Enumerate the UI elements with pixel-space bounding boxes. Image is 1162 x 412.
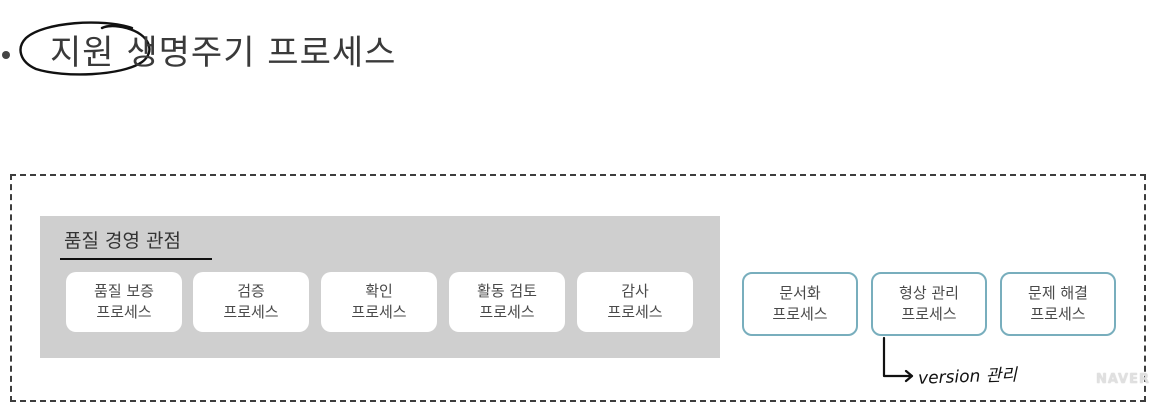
hand-drawn-arrow-icon: [882, 336, 914, 383]
process-label: 문서화 프로세스: [772, 284, 828, 323]
validation-process-box: 확인 프로세스: [321, 272, 437, 332]
problem-resolution-process-box: 문제 해결 프로세스: [1000, 272, 1116, 336]
title-circled-word: 지원: [50, 33, 115, 73]
configuration-management-process-box: 형상 관리 프로세스: [871, 272, 987, 336]
quality-management-panel: 품질 경영 관점 품질 보증 프로세스 검증 프로세스 확인 프로세스 활동 검…: [40, 216, 720, 358]
process-label: 활동 검토 프로세스: [477, 282, 537, 321]
bullet-icon: [2, 51, 10, 59]
process-label: 감사 프로세스: [607, 282, 663, 321]
process-label: 품질 보증 프로세스: [94, 282, 154, 321]
documentation-process-box: 문서화 프로세스: [742, 272, 858, 336]
audit-process-box: 감사 프로세스: [577, 272, 693, 332]
quality-assurance-process-box: 품질 보증 프로세스: [66, 272, 182, 332]
panel-title: 품질 경영 관점: [64, 230, 181, 252]
handwritten-annotation: version 관리: [917, 365, 1018, 389]
panel-title-underline: [60, 258, 212, 260]
naver-watermark: NAVER: [1096, 372, 1151, 387]
title-rest: 생명주기 프로세스: [126, 33, 397, 73]
page-title: 지원 생명주기 프로세스: [50, 25, 396, 74]
hand-drawn-circle-icon: [19, 21, 151, 76]
process-label: 문제 해결 프로세스: [1028, 284, 1088, 323]
joint-review-process-box: 활동 검토 프로세스: [449, 272, 565, 332]
process-label: 검증 프로세스: [223, 282, 279, 321]
process-label: 형상 관리 프로세스: [899, 284, 959, 323]
process-label: 확인 프로세스: [351, 282, 407, 321]
verification-process-box: 검증 프로세스: [193, 272, 309, 332]
support-process-frame: [10, 174, 1146, 402]
title-row: 지원 생명주기 프로세스: [0, 14, 560, 78]
